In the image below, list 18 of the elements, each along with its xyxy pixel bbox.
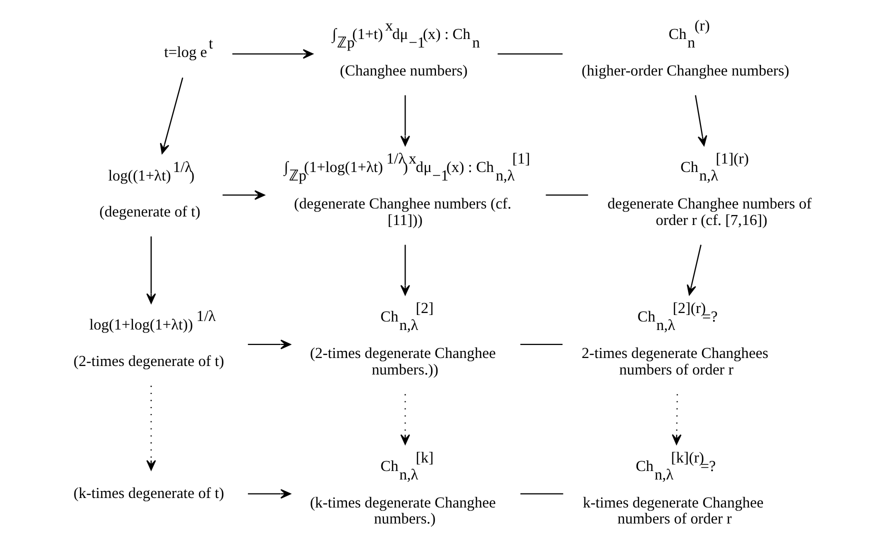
arrow [400, 244, 410, 296]
connector [497, 53, 562, 55]
connector [545, 194, 588, 196]
node-text: (k-times degenerate of t) [73, 484, 224, 502]
arrow [686, 244, 701, 296]
arrow [159, 78, 183, 154]
connector [520, 344, 562, 346]
arrow [400, 394, 410, 445]
arrow [694, 95, 707, 146]
arrow [222, 190, 264, 200]
arrow [247, 489, 290, 499]
arrow [146, 236, 156, 304]
arrow [400, 95, 410, 146]
arrow [247, 340, 290, 350]
connector [520, 493, 563, 494]
arrow [671, 394, 681, 445]
arrow [232, 49, 313, 59]
arrow [146, 386, 156, 470]
